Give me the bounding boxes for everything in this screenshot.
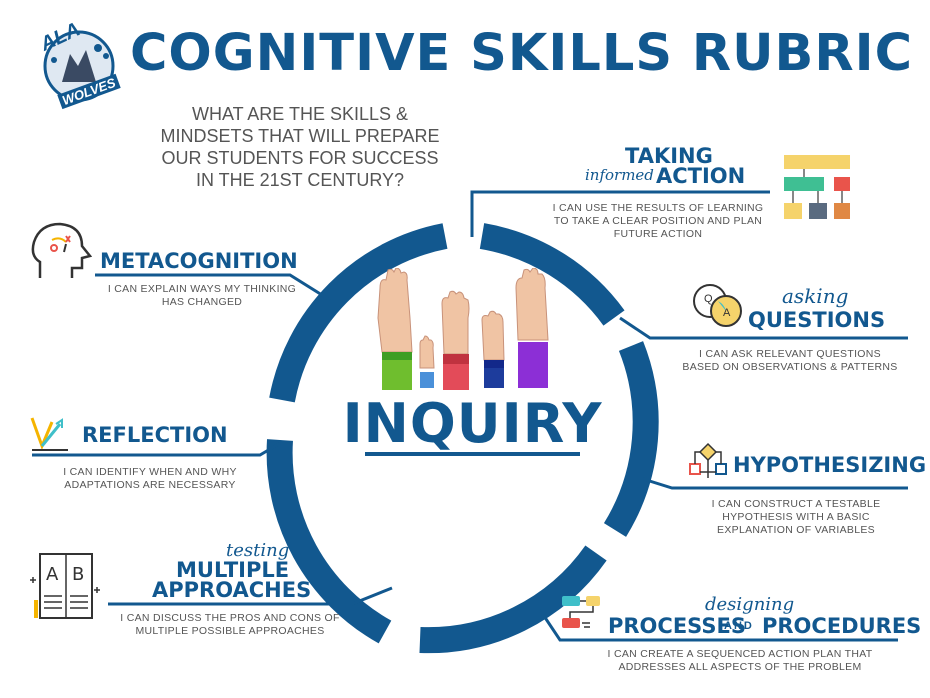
inquiry-label: INQUIRY (342, 392, 603, 455)
hand-navy (481, 310, 505, 388)
ring-segment-left (266, 439, 392, 644)
metacognition-desc: I CAN EXPLAIN WAYS MY THINKING HAS CHANG… (107, 283, 297, 308)
processes-desc: I CAN CREATE A SEQUENCED ACTION PLAN THA… (607, 648, 873, 673)
line-multiple-approaches (108, 586, 393, 606)
hypothesizing-title: HYPOTHESIZING (733, 453, 927, 477)
taking-action-line2: ACTION (656, 164, 746, 188)
inquiry-ring (266, 223, 659, 654)
taking-action-line1: TAKING (625, 144, 713, 168)
ring-segment-bottom (419, 545, 607, 654)
ring-segment-top-right (479, 223, 625, 326)
hand-purple (515, 268, 549, 388)
connector-lines (32, 190, 908, 642)
head-strategy-icon (30, 222, 92, 282)
flowchart-icon (784, 155, 852, 223)
process-steps-icon (560, 592, 604, 636)
line-metacognition (95, 273, 331, 302)
multiple-approaches-line2: APPROACHES (152, 578, 312, 602)
hypothesis-diagram-icon (688, 442, 728, 482)
ab-letter-b: B (72, 564, 85, 585)
multiple-approaches-desc: I CAN DISCUSS THE PROS AND CONS OF MULTI… (120, 612, 340, 637)
guiding-question: WHAT ARE THE SKILLS & MINDSETS THAT WILL… (160, 104, 440, 190)
line-taking-action (470, 190, 770, 237)
taking-action-desc: I CAN USE THE RESULTS OF LEARNING TO TAK… (552, 202, 764, 240)
line-asking-questions (619, 316, 908, 340)
metacognition-title: METACOGNITION (100, 249, 298, 273)
testing-script: testing (226, 540, 290, 561)
qa-bubbles-icon: Q A (692, 283, 746, 329)
designing-script: designing (705, 594, 795, 615)
multiple-approaches-line1: MULTIPLE (176, 558, 290, 582)
asking-questions-title: QUESTIONS (748, 308, 886, 332)
school-logo: ALA WOLVES (36, 18, 122, 110)
qa-a-letter: A (723, 307, 731, 319)
hand-red (441, 290, 470, 390)
asking-script: asking (782, 284, 849, 308)
reflection-desc: I CAN IDENTIFY WHEN AND WHY ADAPTATIONS … (63, 466, 237, 491)
hand-blue-small (419, 335, 435, 388)
line-hypothesizing (639, 476, 908, 490)
ring-segment-top-left (269, 223, 448, 403)
line-processes (538, 609, 898, 642)
raised-hands-illustration (370, 268, 560, 392)
ab-letter-a: A (46, 564, 59, 585)
line-reflection (32, 440, 283, 457)
asking-questions-desc: I CAN ASK RELEVANT QUESTIONS BASED ON OB… (682, 348, 898, 373)
processes-and-text: AND (724, 620, 754, 632)
qa-q-letter: Q (704, 293, 713, 305)
hypothesizing-desc: I CAN CONSTRUCT A TESTABLE HYPOTHESIS WI… (711, 498, 881, 536)
ab-test-icon: A B (28, 550, 104, 620)
processes-title: PROCESSES (608, 614, 746, 638)
inquiry-underline (365, 452, 580, 456)
page-title: COGNITIVE SKILLS RUBRIC (130, 24, 914, 83)
procedures-title: PROCEDURES (762, 614, 922, 638)
taking-action-script: informed (585, 166, 654, 184)
ring-segment-right (603, 341, 659, 537)
reflection-chart-icon (30, 416, 70, 452)
hand-green (377, 268, 413, 390)
reflection-title: REFLECTION (82, 423, 228, 447)
